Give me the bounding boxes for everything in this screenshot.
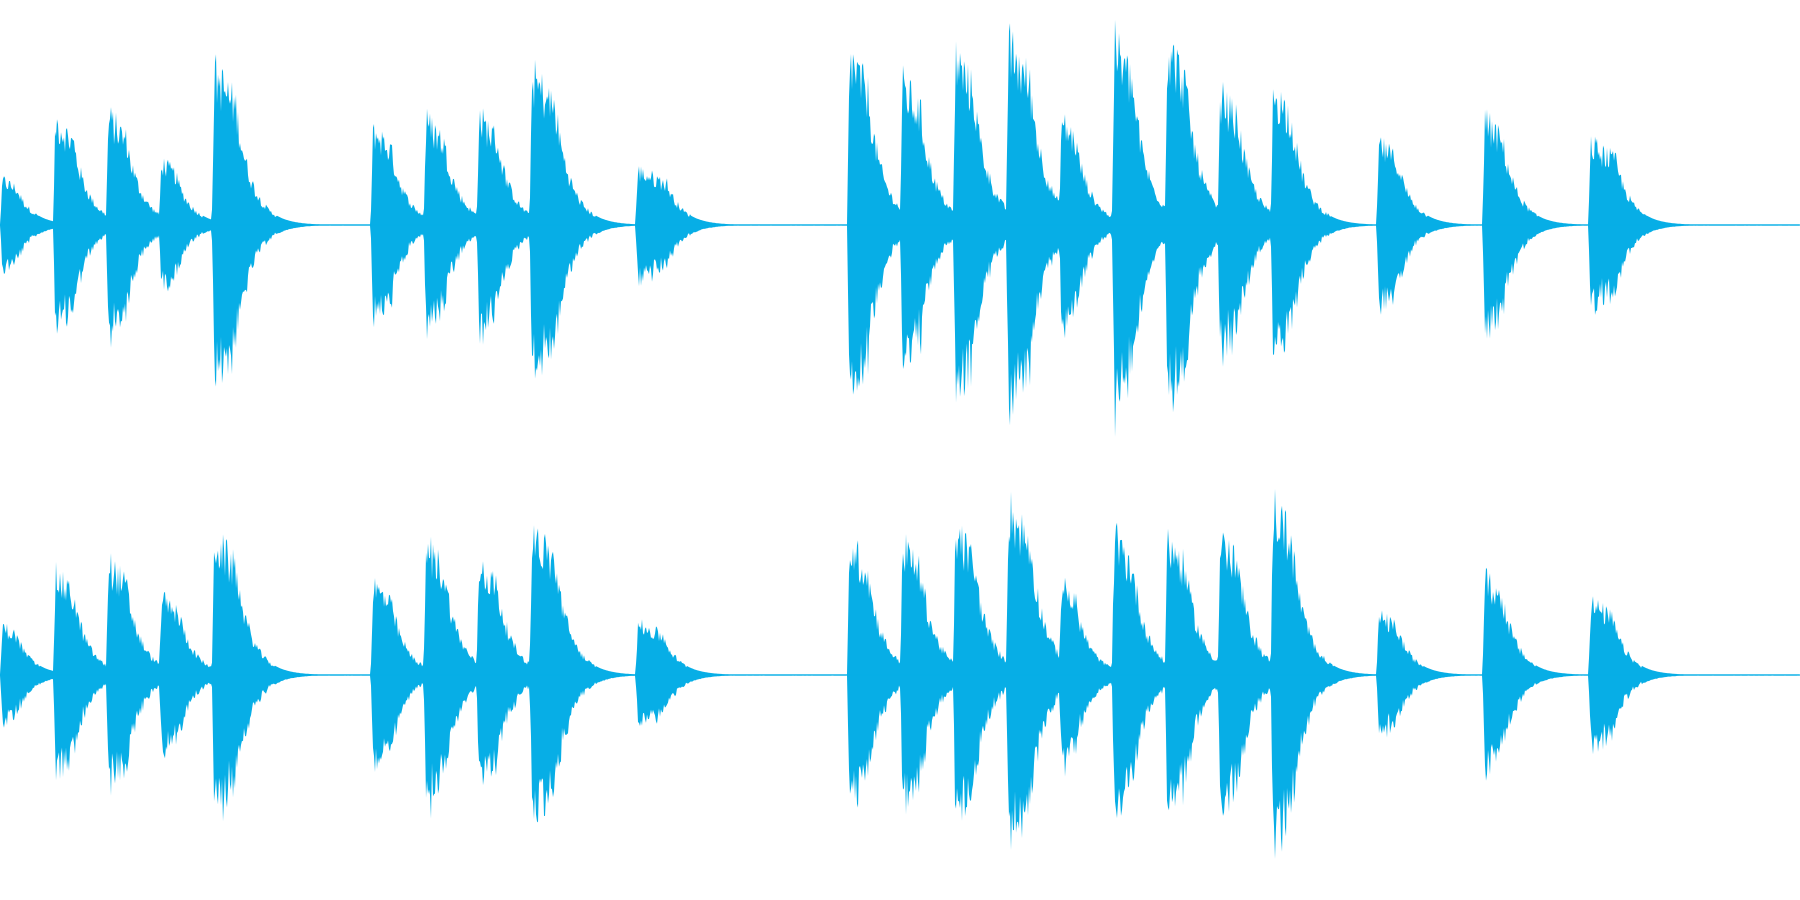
channel-right-waveform	[0, 488, 1800, 859]
waveform-envelope-left	[0, 19, 1799, 437]
channel-left-waveform	[0, 19, 1800, 437]
waveform-envelope-right	[0, 488, 1799, 859]
